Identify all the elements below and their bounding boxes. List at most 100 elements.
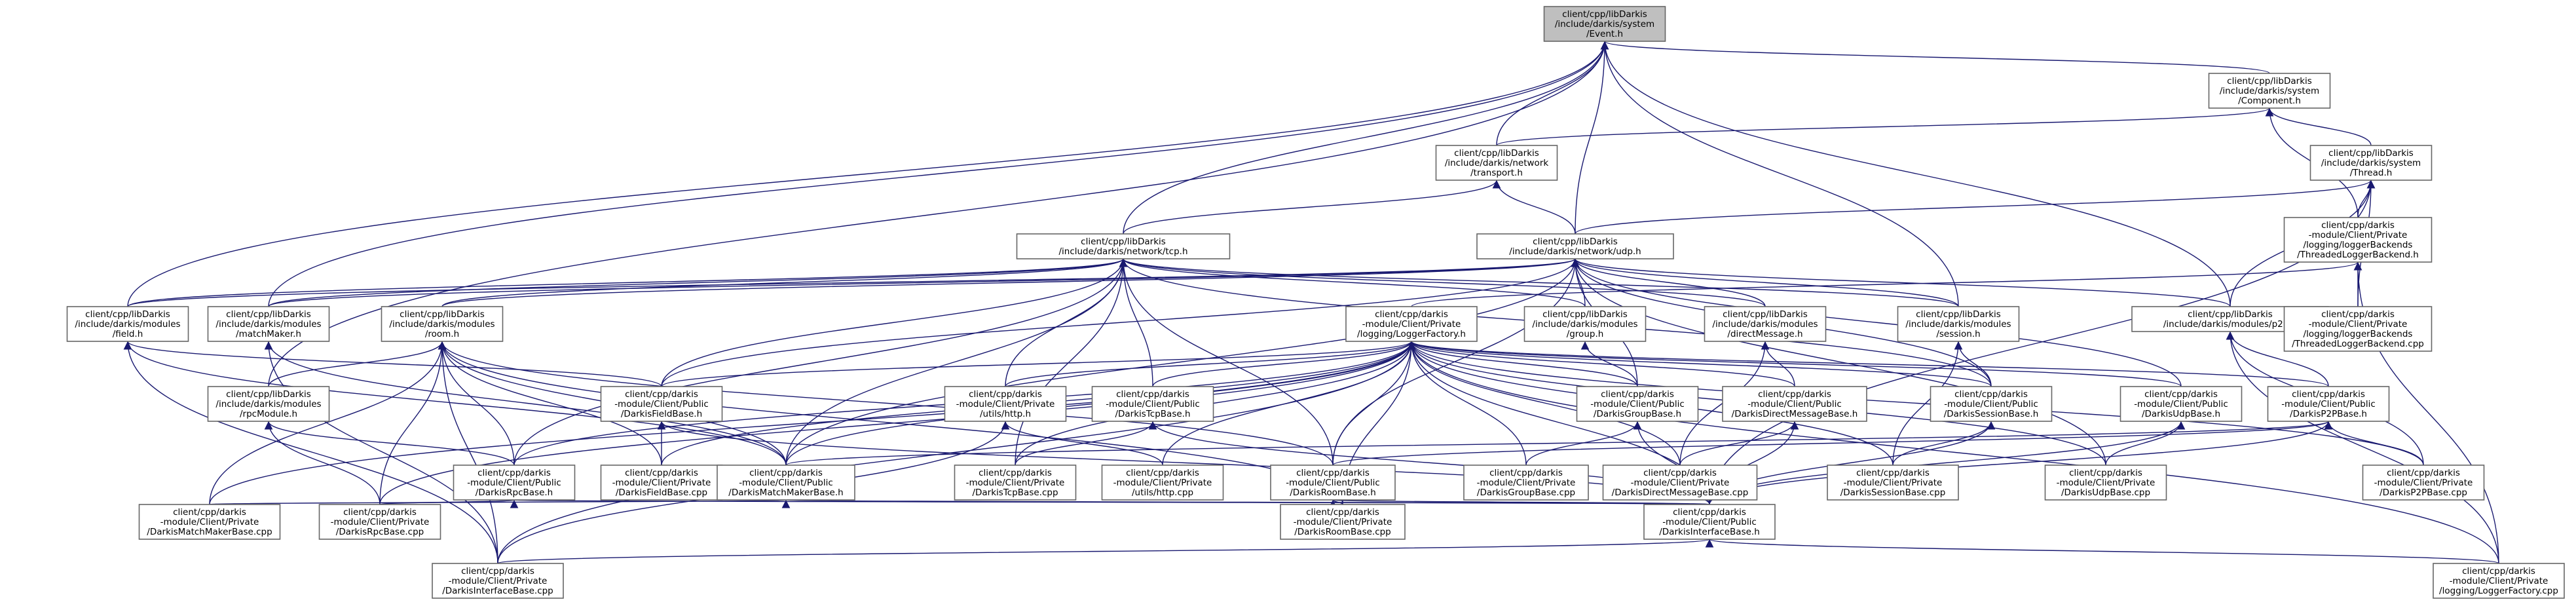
edge-field_base_h-to-tcp_h (661, 258, 1128, 387)
node-label-line: client/cpp/libDarkis (85, 309, 170, 320)
node-threaded-logger-h[interactable]: client/cpp/darkis-module/Client/Private/… (2283, 217, 2433, 263)
node-label-line: /logging/loggerBackends (2304, 240, 2413, 250)
node-label-line: /directMessage.h (1727, 329, 1802, 339)
node-label-line: /DarkisUdpBase.cpp (2061, 487, 2150, 498)
edge-udp_base_h-to-logger_factory_h (1408, 341, 2182, 387)
node-label-line: -module/Client/Public (739, 478, 833, 488)
node-label-line: client/cpp/darkis (2292, 389, 2365, 400)
node-label-line: client/cpp/darkis (1954, 389, 2028, 400)
edge-interface_base_cpp-to-room_h (438, 341, 498, 564)
node-box (1543, 6, 1666, 42)
node-box (1576, 386, 1699, 422)
node-udp-base-h[interactable]: client/cpp/darkis-module/Client/Public/D… (2119, 386, 2243, 422)
node-label-line: client/cpp/libDarkis (2227, 76, 2312, 86)
node-udp-base-cpp[interactable]: client/cpp/darkis-module/Client/Private/… (2044, 465, 2167, 501)
node-label-line: client/cpp/darkis (1673, 507, 1746, 518)
node-interface-base-cpp[interactable]: client/cpp/darkis-module/Client/Private/… (432, 563, 564, 599)
edge-mm_base_h-to-udp_h (785, 258, 1580, 466)
node-tcp-base-cpp[interactable]: client/cpp/darkis-module/Client/Private/… (954, 465, 1077, 501)
node-box (717, 465, 855, 501)
node-transport-h[interactable]: client/cpp/libDarkis/include/darkis/netw… (1435, 145, 1558, 181)
node-label-line: client/cpp/libDarkis (2188, 309, 2273, 320)
node-mm-base-h[interactable]: client/cpp/darkis-module/Client/Public/D… (717, 465, 855, 501)
node-room-h[interactable]: client/cpp/libDarkis/include/darkis/modu… (381, 306, 504, 342)
node-event-h: client/cpp/libDarkis/include/darkis/syst… (1543, 6, 1666, 42)
node-p2p-base-h[interactable]: client/cpp/darkis-module/Client/Public/D… (2267, 386, 2390, 422)
node-label-line: client/cpp/libDarkis (1081, 237, 1166, 247)
node-label-line: client/cpp/darkis (969, 389, 1042, 400)
node-logger-factory-cpp[interactable]: client/cpp/darkis-module/Client/Private/… (2433, 563, 2565, 599)
node-label-line: -module/Client/Private (2057, 478, 2156, 488)
node-rpc-module-h[interactable]: client/cpp/libDarkis/include/darkis/modu… (207, 386, 330, 422)
edge-logger_factory_cpp-to-p2p_h (2226, 331, 2499, 564)
node-label-line: -module/Client/Public (1944, 399, 2038, 409)
node-box (1016, 233, 1231, 259)
node-label-line: -module/Client/Public (1747, 399, 1842, 409)
node-label-line: /matchMaker.h (236, 329, 301, 339)
node-label-line: /include/darkis/modules (215, 399, 321, 409)
node-udp-h[interactable]: client/cpp/libDarkis/include/darkis/netw… (1476, 233, 1674, 259)
node-p2p-h[interactable]: client/cpp/libDarkis/include/darkis/modu… (2131, 306, 2329, 332)
node-label-line: -module/Client/Private (1844, 478, 1943, 488)
node-session-base-cpp[interactable]: client/cpp/darkis-module/Client/Private/… (1827, 465, 1959, 501)
node-http-cpp[interactable]: client/cpp/darkis-module/Client/Private/… (1101, 465, 1224, 501)
node-session-h[interactable]: client/cpp/libDarkis/include/darkis/modu… (1897, 306, 2020, 342)
node-label-line: -module/Client/Public (2134, 399, 2228, 409)
node-label-line: -module/Client/Private (2309, 230, 2408, 240)
node-direct-message-h[interactable]: client/cpp/libDarkis/include/darkis/modu… (1704, 306, 1827, 342)
node-matchmaker-h[interactable]: client/cpp/libDarkis/include/darkis/modu… (207, 306, 330, 342)
edge-rpc_module_h-to-event_h (268, 41, 1609, 387)
node-group-base-h[interactable]: client/cpp/darkis-module/Client/Public/D… (1576, 386, 1699, 422)
node-http-h[interactable]: client/cpp/darkis-module/Client/Private/… (944, 386, 1067, 422)
edge-interface_base_cpp-to-field_h (123, 341, 498, 564)
node-component-h[interactable]: client/cpp/libDarkis/include/darkis/syst… (2208, 73, 2331, 109)
node-label-line: client/cpp/darkis (173, 507, 246, 518)
node-threaded-logger-cpp[interactable]: client/cpp/darkis-module/Client/Private/… (2283, 306, 2433, 352)
node-logger-factory-h[interactable]: client/cpp/darkis-module/Client/Private/… (1345, 306, 1478, 342)
edge-interface_base_h-to-p2p_base_h (1709, 421, 2333, 505)
edge-interface_base_cpp-to-logger_factory_h (497, 341, 1416, 564)
node-field-h[interactable]: client/cpp/libDarkis/include/darkis/modu… (66, 306, 189, 342)
node-label-line: client/cpp/darkis (2069, 468, 2142, 478)
node-label-line: client/cpp/darkis (979, 468, 1052, 478)
node-label-line: -module/Client/Private (449, 576, 548, 586)
node-label-line: client/cpp/libDarkis (2328, 148, 2414, 159)
edge-group_h-to-tcp_h (1119, 258, 1586, 307)
node-p2p-base-cpp[interactable]: client/cpp/darkis-module/Client/Private/… (2362, 465, 2485, 501)
node-session-base-h[interactable]: client/cpp/darkis-module/Client/Public/D… (1930, 386, 2053, 422)
node-room-base-cpp[interactable]: client/cpp/darkis-module/Client/Private/… (1280, 504, 1406, 540)
nodes-layer: client/cpp/libDarkis/include/darkis/syst… (66, 6, 2565, 599)
node-interface-base-h[interactable]: client/cpp/darkis-module/Client/Public/D… (1643, 504, 1776, 540)
node-tcp-h[interactable]: client/cpp/libDarkis/include/darkis/netw… (1016, 233, 1231, 259)
edge-tcp_h-to-transport_h (1123, 180, 1501, 235)
node-room-base-h[interactable]: client/cpp/darkis-module/Client/Public/D… (1270, 465, 1396, 501)
edge-logger_factory_cpp-to-interface_base_h (1706, 539, 2499, 564)
node-rpc-base-cpp[interactable]: client/cpp/darkis-module/Client/Private/… (318, 504, 441, 540)
node-dm-base-h[interactable]: client/cpp/darkis-module/Client/Public/D… (1722, 386, 1867, 422)
edge-p2p_base_h-to-logger_factory_h (1408, 341, 2329, 387)
edge-interface_base_h-to-thread_h (1709, 180, 2376, 505)
node-rpc-base-h[interactable]: client/cpp/darkis-module/Client/Public/D… (453, 465, 576, 501)
node-group-base-cpp[interactable]: client/cpp/darkis-module/Client/Private/… (1463, 465, 1589, 501)
node-box (1930, 386, 2053, 422)
edge-interface_base_cpp-to-interface_base_h (497, 539, 1713, 564)
node-thread-h[interactable]: client/cpp/libDarkis/include/darkis/syst… (2309, 145, 2433, 181)
node-mm-base-cpp[interactable]: client/cpp/darkis-module/Client/Private/… (138, 504, 281, 540)
node-field-base-cpp[interactable]: client/cpp/darkis-module/Client/Private/… (600, 465, 723, 501)
node-label-line: client/cpp/libDarkis (1533, 237, 1618, 247)
edge-session_base_cpp-to-session_h (1892, 341, 1963, 466)
node-field-base-h[interactable]: client/cpp/darkis-module/Client/Public/D… (600, 386, 723, 422)
edge-field_base_h-to-udp_h (661, 258, 1580, 387)
node-tcp-base-h[interactable]: client/cpp/darkis-module/Client/Public/D… (1091, 386, 1214, 422)
edge-rpc_base_h-to-tcp_h (513, 258, 1128, 466)
edge-logger_factory_cpp-to-logger_factory_h (1407, 341, 2499, 564)
node-dm-base-cpp[interactable]: client/cpp/darkis-module/Client/Private/… (1602, 465, 1758, 501)
node-box (1435, 145, 1558, 181)
node-label-line: -module/Client/Public (1286, 478, 1380, 488)
node-group-h[interactable]: client/cpp/libDarkis/include/darkis/modu… (1523, 306, 1647, 342)
node-label-line: client/cpp/darkis (2462, 566, 2535, 577)
node-label-line: /Thread.h (2350, 168, 2393, 178)
edge-rpc_base_h-to-rpc_module_h (264, 421, 515, 466)
edge-matchmaker_h-to-event_h (268, 41, 1609, 307)
